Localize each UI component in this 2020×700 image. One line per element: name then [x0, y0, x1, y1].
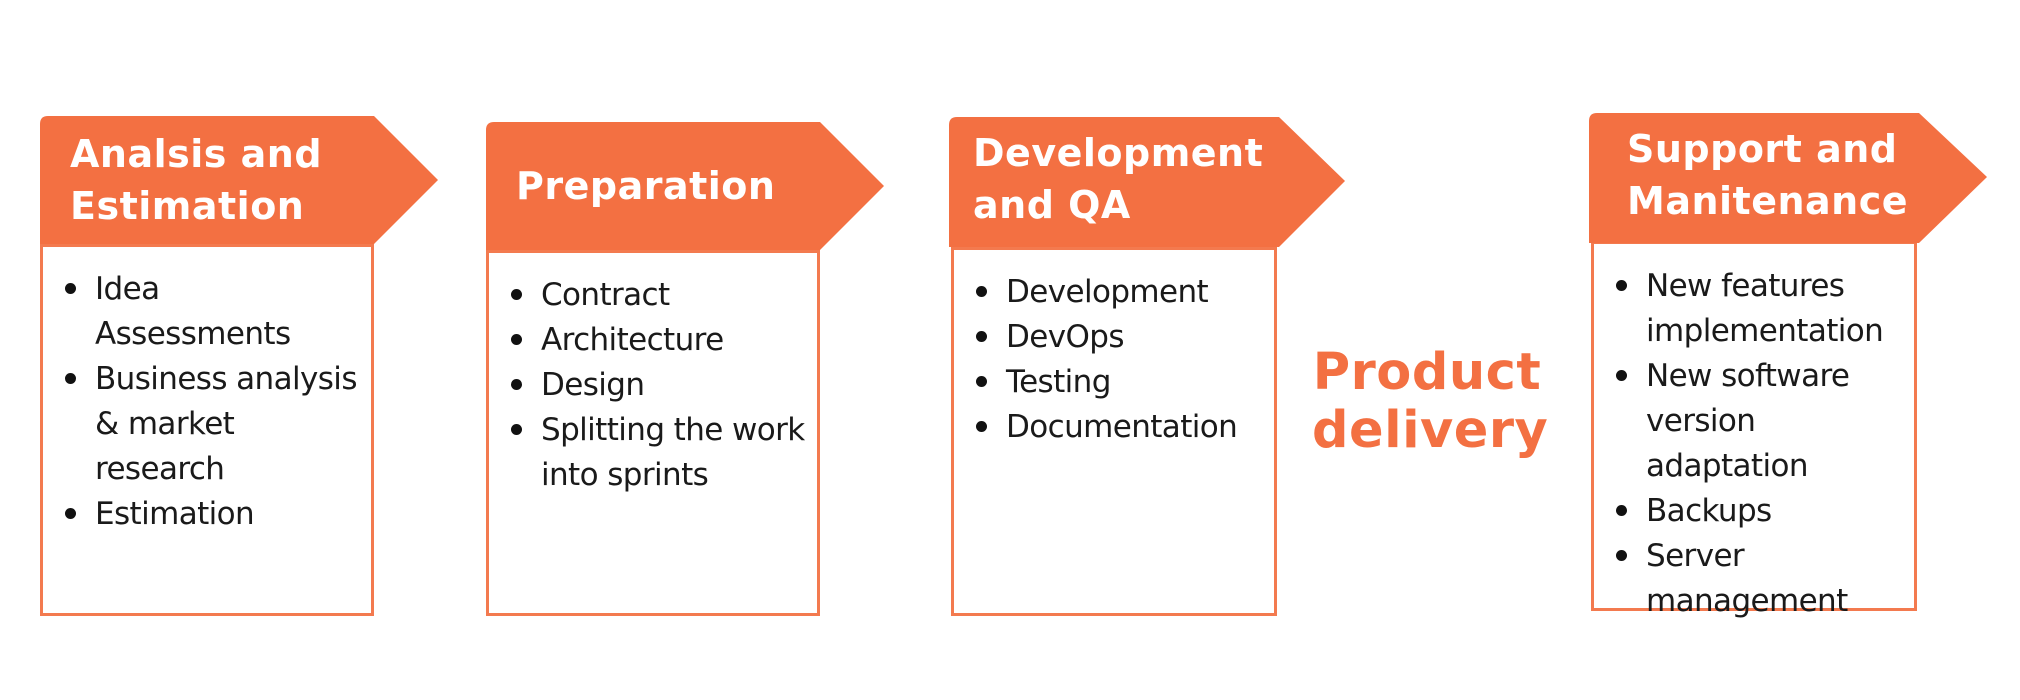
bullet-dot-icon: [511, 379, 522, 390]
bullet-dot-icon: [976, 376, 987, 387]
bullet-item: Contract: [509, 273, 809, 318]
bullet-dot-icon: [65, 283, 76, 294]
bullet-text: Backups: [1646, 493, 1772, 529]
stage-header-tab: Development and QA: [949, 117, 1349, 251]
bullet-text: Architecture: [541, 322, 724, 358]
bullet-item: Estimation: [63, 492, 363, 537]
bullet-text: Business analysis & market research: [95, 361, 357, 487]
bullet-dot-icon: [1616, 280, 1627, 291]
bullet-text: Server management: [1646, 538, 1848, 619]
bullet-dot-icon: [1616, 370, 1627, 381]
bullet-dot-icon: [511, 289, 522, 300]
bullet-item: Design: [509, 363, 809, 408]
bullet-item: DevOps: [974, 315, 1266, 360]
stage-header-tab: Preparation: [486, 122, 886, 256]
bullet-item: Testing: [974, 360, 1266, 405]
stage-title: Analsis and Estimation: [70, 132, 323, 228]
bullet-item: Architecture: [509, 318, 809, 363]
bullet-dot-icon: [976, 331, 987, 342]
bullet-dot-icon: [976, 286, 987, 297]
bullet-text: Documentation: [1006, 409, 1238, 445]
bullet-item: Business analysis & market research: [63, 357, 363, 492]
bullet-dot-icon: [1616, 505, 1627, 516]
bullet-item: Idea Assessments: [63, 267, 363, 357]
arrow-tab-shape: [1589, 113, 1987, 243]
stage-header-tab: Analsis and Estimation: [40, 116, 440, 250]
bullet-item: New features implementation: [1614, 264, 1906, 354]
bullet-text: Estimation: [95, 496, 255, 532]
arrow-tab-shape: [486, 122, 884, 250]
bullet-text: New features implementation: [1646, 268, 1884, 349]
stage-title: Preparation: [516, 164, 776, 208]
arrow-tab-shape: [949, 117, 1345, 247]
bullet-text: Idea Assessments: [95, 271, 291, 352]
bullet-dot-icon: [511, 424, 522, 435]
bullet-text: Testing: [1006, 364, 1111, 400]
bullet-text: DevOps: [1006, 319, 1125, 355]
bullet-dot-icon: [65, 373, 76, 384]
bullet-item: New software version adaptation: [1614, 354, 1906, 489]
bullet-dot-icon: [976, 421, 987, 432]
bullet-item: Backups: [1614, 489, 1906, 534]
bullet-item: Development: [974, 270, 1266, 315]
bullet-text: Splitting the work into sprints: [541, 412, 805, 493]
bullet-dot-icon: [1616, 550, 1627, 561]
bullet-text: Development: [1006, 274, 1209, 310]
bullet-dot-icon: [511, 334, 522, 345]
bullet-item: Server management: [1614, 534, 1906, 624]
bullet-dot-icon: [65, 508, 76, 519]
stage-header-tab: Support and Manitenance: [1589, 113, 1989, 247]
bullet-text: Contract: [541, 277, 670, 313]
product-delivery-label: Product delivery: [1312, 343, 1549, 460]
bullet-text: Design: [541, 367, 645, 403]
bullet-text: New software version adaptation: [1646, 358, 1850, 484]
stage-title: Support and Manitenance: [1627, 127, 1909, 223]
bullet-item: Splitting the work into sprints: [509, 408, 809, 498]
bullet-item: Documentation: [974, 405, 1266, 450]
arrow-tab-shape: [40, 116, 438, 244]
stage-title: Development and QA: [973, 131, 1264, 227]
